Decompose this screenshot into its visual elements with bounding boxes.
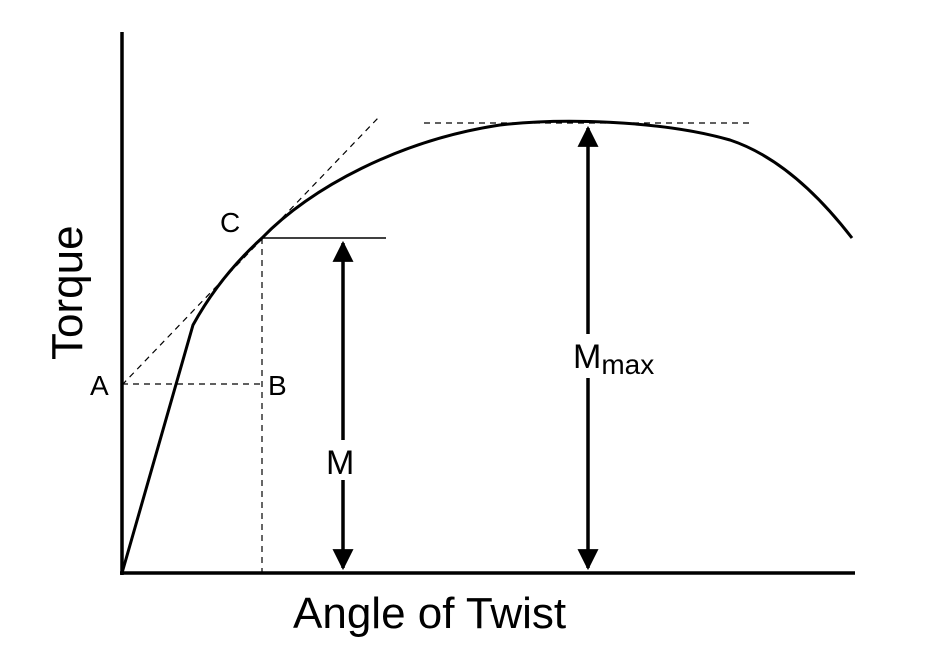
point-label-a: A bbox=[90, 370, 109, 401]
m-label: M bbox=[326, 444, 354, 482]
mmax-label-bg bbox=[570, 334, 680, 378]
m-label-bg bbox=[322, 440, 364, 480]
mmax-label: Mmax bbox=[573, 338, 654, 380]
x-axis-title: Angle of Twist bbox=[293, 589, 566, 638]
point-label-c: C bbox=[220, 207, 240, 238]
point-label-b: B bbox=[268, 370, 287, 401]
mmax-label-sub: max bbox=[601, 349, 654, 380]
torque-curve bbox=[120, 119, 854, 574]
tangent-dashed-line bbox=[121, 117, 379, 386]
mmax-label-main: M bbox=[573, 338, 601, 376]
y-axis-title: Torque bbox=[43, 225, 92, 360]
